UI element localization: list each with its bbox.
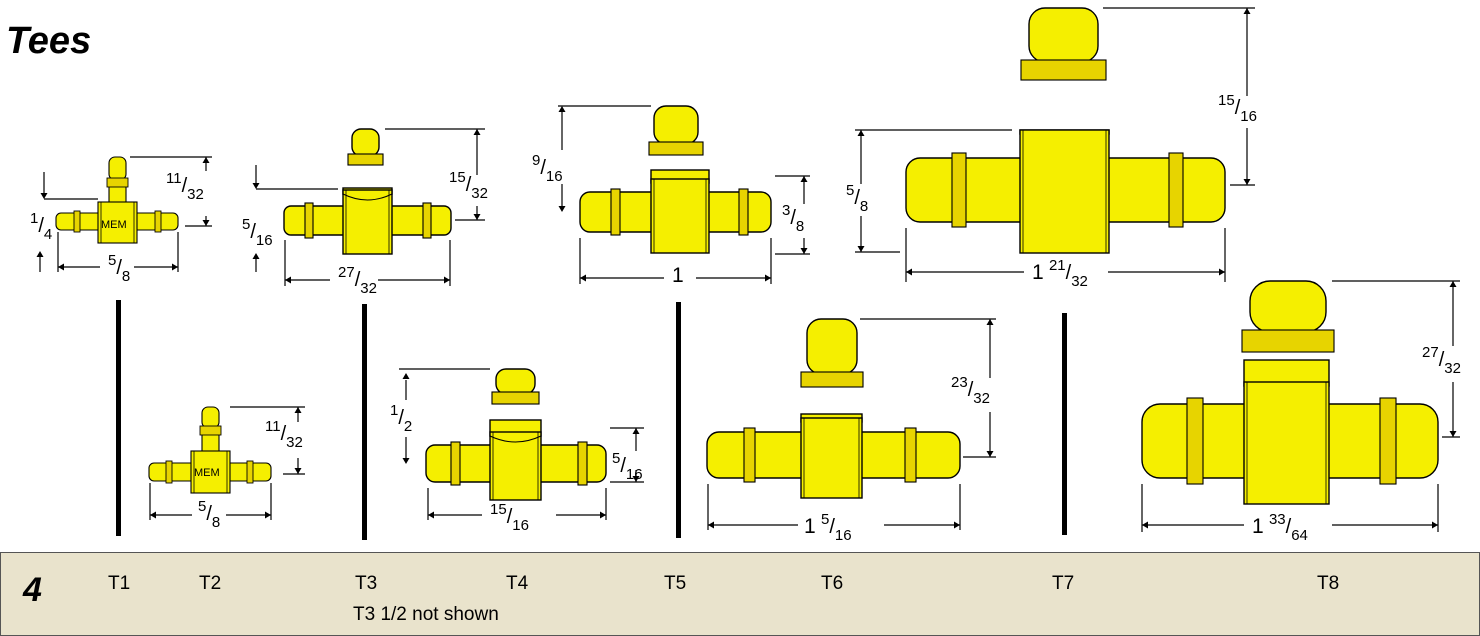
t1-length-dim: 5/8 [108,252,131,285]
part-code-t2: T2 [199,573,222,594]
t4-height-dim: 1/2 [390,402,413,435]
t3-height-dim: 15/32 [449,169,488,202]
tee-parts [55,7,1439,505]
separator [362,304,367,540]
t1-height-dim: 11/32 [166,170,204,203]
page-number: 4 [23,571,42,609]
dim-arrow [600,511,606,519]
separator [116,300,121,536]
dim-arrow [986,451,994,457]
t4-tee [425,368,607,501]
dim-arrow [765,274,771,282]
dim-arrow [202,157,210,163]
dim-arrow [202,220,210,226]
t3-run-dim: 5/16 [242,216,273,249]
dim-arrow [1142,521,1148,529]
dim-arrow [294,407,302,413]
t6-height-dim: 23/32 [951,374,990,407]
dim-arrow [444,276,450,284]
dim-arrow [1243,179,1251,185]
t6-length-dim: 1 5/16 [804,511,852,544]
t5-height-dim: 9/16 [532,152,563,185]
t1-tee [55,156,179,244]
dim-arrow [36,251,44,257]
t2-tee [148,406,272,494]
dim-arrow [800,176,808,182]
t7-length-dim: 1 21/32 [1032,257,1088,290]
page-title: Tees [6,20,92,62]
dim-arrow [473,214,481,220]
part-code-t7: T7 [1052,573,1075,594]
t3-tee [283,128,452,255]
dim-arrow [954,521,960,529]
dim-arrow [40,193,48,199]
dim-arrow [1449,431,1457,437]
t1-run-dim: 1/4 [30,210,53,243]
t4-run-dim: 5/16 [612,450,643,483]
dim-arrow [558,106,566,112]
dim-arrow [252,183,260,189]
dim-arrow [1432,521,1438,529]
t7-height-dim: 15/16 [1218,92,1257,125]
part-code-t3: T3 [355,573,378,594]
t7-run-dim: 5/8 [846,182,869,215]
dim-arrow [285,276,291,284]
dim-arrow [800,248,808,254]
t5-tee [579,105,772,254]
part-code-bar: 4 T1 T2 T3 T4 T5 T6 T7 T8 T3 1/2 not sho… [0,552,1480,636]
mem-label: MEM [101,219,127,231]
tee-fittings-diagram [36,7,1460,540]
dim-arrow [986,319,994,325]
t5-run-dim: 3/8 [782,202,805,235]
dim-arrow [857,246,865,252]
t3-length-dim: 27/32 [338,264,377,297]
part-code-t6: T6 [821,573,844,594]
dim-arrow [58,263,64,271]
t5-length-dim: 1 [672,264,684,287]
part-code-t1: T1 [108,573,131,594]
dim-arrow [428,511,434,519]
column-separators [116,300,1067,540]
part-code-t4: T4 [506,573,529,594]
t2-height-dim: 11/32 [265,418,303,451]
t2-length-dim: 5/8 [198,498,221,531]
dim-arrow [857,130,865,136]
dim-arrow [252,253,260,259]
dim-arrow [150,511,156,519]
dim-arrow [402,458,410,464]
part-code-t8: T8 [1317,573,1340,594]
part-note: T3 1/2 not shown [353,604,499,625]
dimension-lines [36,7,1460,532]
dim-arrow [402,373,410,379]
t8-length-dim: 1 33/64 [1252,511,1308,544]
dim-arrow [558,206,566,212]
dim-arrow [1449,281,1457,287]
separator [1062,313,1067,535]
dim-arrow [1219,268,1225,276]
t8-tee [1141,280,1439,505]
dim-arrow [473,129,481,135]
dim-arrow [1243,8,1251,14]
t8-height-dim: 27/32 [1422,344,1461,377]
mem-label: MEM [194,467,220,479]
separator [676,302,681,538]
part-code-t5: T5 [664,573,687,594]
t7-tee [905,7,1226,254]
dim-arrow [632,428,640,434]
dim-arrow [708,521,714,529]
dim-arrow [632,476,640,482]
t6-tee [706,318,961,499]
dim-arrow [906,268,912,276]
dim-arrow [294,468,302,474]
dim-arrow [580,274,586,282]
dim-arrow [265,511,271,519]
t4-length-dim: 15/16 [490,501,529,534]
dim-arrow [172,263,178,271]
